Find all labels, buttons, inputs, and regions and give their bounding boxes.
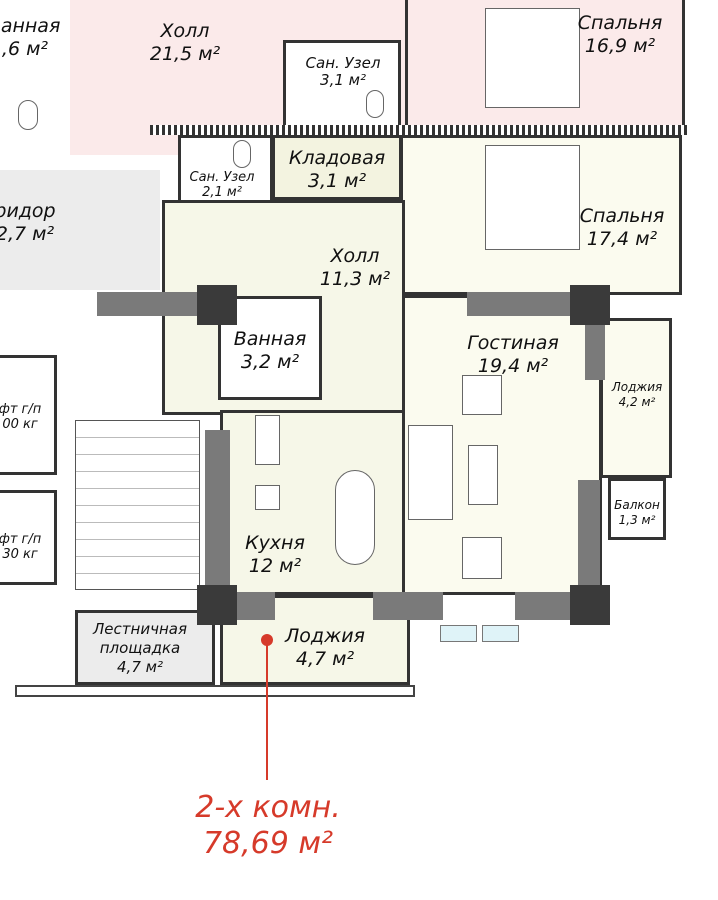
label-bath-left: ванная,6 м² <box>0 15 61 60</box>
wall <box>97 292 197 316</box>
exterior-wall <box>15 685 415 697</box>
coffee-table-icon <box>468 445 498 505</box>
window <box>482 625 519 642</box>
armchair-icon <box>462 537 502 579</box>
dining-table-icon <box>335 470 375 565</box>
lift-1 <box>0 355 57 475</box>
column <box>570 585 610 625</box>
exterior-wall <box>150 125 690 135</box>
wall <box>237 592 275 620</box>
wall <box>585 325 605 380</box>
wall <box>373 592 443 620</box>
bed-icon <box>485 145 580 250</box>
room-storage <box>272 135 402 200</box>
stove-icon <box>255 485 280 510</box>
column <box>570 285 610 325</box>
wall <box>467 292 570 316</box>
apartment-marker-dot <box>261 634 273 646</box>
wall <box>515 592 570 620</box>
sofa-icon <box>408 425 453 520</box>
wall <box>578 480 600 585</box>
lift-2 <box>0 490 57 585</box>
sink-icon <box>255 415 280 465</box>
bed-icon <box>485 8 580 108</box>
toilet-icon <box>366 90 384 118</box>
staircase <box>75 420 200 590</box>
window <box>440 625 477 642</box>
toilet-icon <box>233 140 251 168</box>
room-corridor <box>0 170 160 290</box>
column <box>197 585 237 625</box>
apartment-marker-line <box>266 645 268 780</box>
room-bath-left <box>0 0 70 65</box>
room-balcony <box>608 478 666 540</box>
room-landing <box>75 610 215 685</box>
toilet-icon <box>18 100 38 130</box>
room-loggia-small <box>600 318 672 478</box>
column <box>197 285 237 325</box>
armchair-icon <box>462 375 502 415</box>
wall <box>205 430 230 585</box>
apartment-label: 2-х комн.78,69 м² <box>195 790 341 861</box>
